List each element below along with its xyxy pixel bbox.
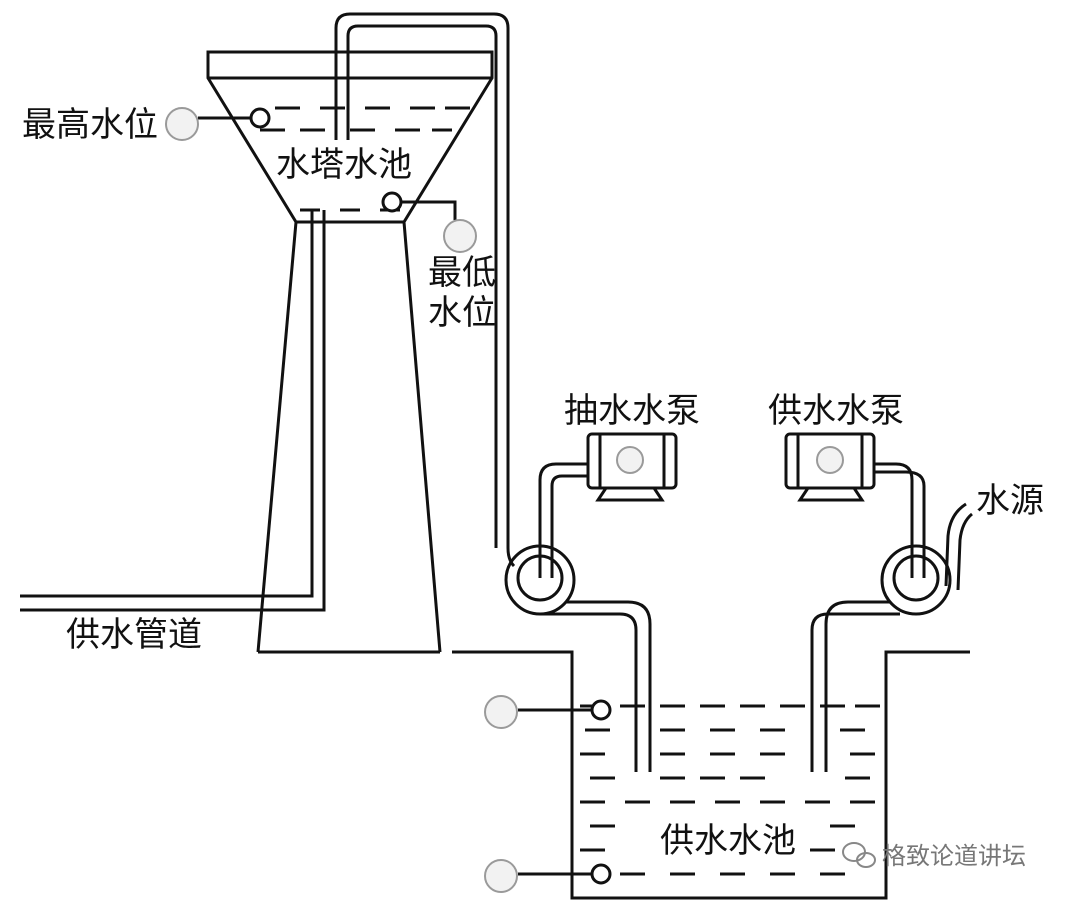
pool-low-sensor-icon: [484, 859, 518, 893]
supply-pipe-label: 供水管道: [66, 615, 202, 655]
min-level-label-line2: 水位: [428, 293, 496, 333]
watermark: 格致论道讲坛: [842, 842, 1026, 870]
pool-high-float-icon: [590, 699, 612, 721]
suction-pipe: [540, 612, 638, 772]
tower-leg-left: [256, 221, 298, 653]
min-level-label-line1: 最低: [428, 253, 496, 293]
tower-outlet-pipe: [20, 210, 314, 598]
wechat-icon: [842, 842, 876, 868]
max-level-sensor-icon: [165, 107, 199, 141]
max-level-float-icon: [249, 107, 271, 129]
supply-pump-label: 供水水泵: [768, 391, 904, 431]
supply-pump: [784, 432, 973, 772]
supply-pump-indicator-icon: [816, 446, 844, 474]
tower-pool-label: 水塔水池: [276, 145, 412, 185]
suction-pump: [504, 432, 678, 772]
pool-low-float-icon: [590, 863, 612, 885]
pool-walls: [452, 650, 970, 900]
suction-pump-indicator-icon: [616, 446, 644, 474]
tower-water: [260, 106, 470, 212]
max-level-label: 最高水位: [22, 105, 158, 145]
supply-pool: [258, 650, 970, 900]
pool-high-sensor-icon: [484, 695, 518, 729]
min-level-sensor-icon: [443, 219, 477, 253]
water-source-pipe: [944, 502, 967, 587]
tower-leg-right: [402, 221, 442, 653]
watermark-text: 格致论道讲坛: [882, 842, 1026, 870]
tower-inlet-pipe: [334, 12, 510, 548]
water-tower: [20, 12, 510, 653]
water-source-label: 水源: [976, 481, 1044, 521]
min-level-float-icon: [381, 191, 403, 213]
supply-pool-label: 供水水池: [660, 821, 796, 861]
suction-pump-label: 抽水水泵: [564, 391, 700, 431]
